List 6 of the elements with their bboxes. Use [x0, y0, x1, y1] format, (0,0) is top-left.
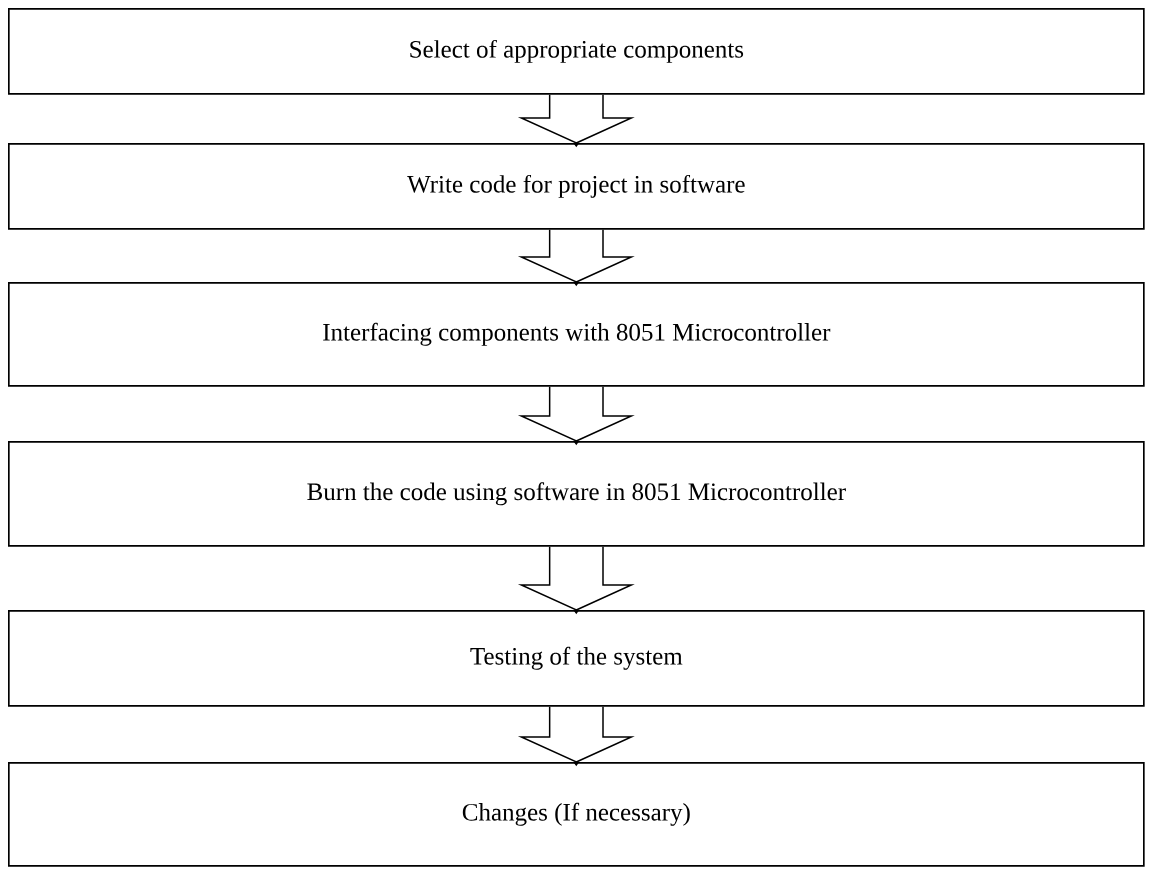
process-box: Burn the code using software in 8051 Microcontroller [8, 441, 1145, 547]
process-box: Changes (If necessary) [8, 762, 1145, 867]
process-box: Write code for project in software [8, 143, 1145, 230]
process-box: Testing of the system [8, 610, 1145, 707]
process-box: Select of appropriate components [8, 8, 1145, 95]
process-box: Interfacing components with 8051 Microcontroller [8, 282, 1145, 387]
